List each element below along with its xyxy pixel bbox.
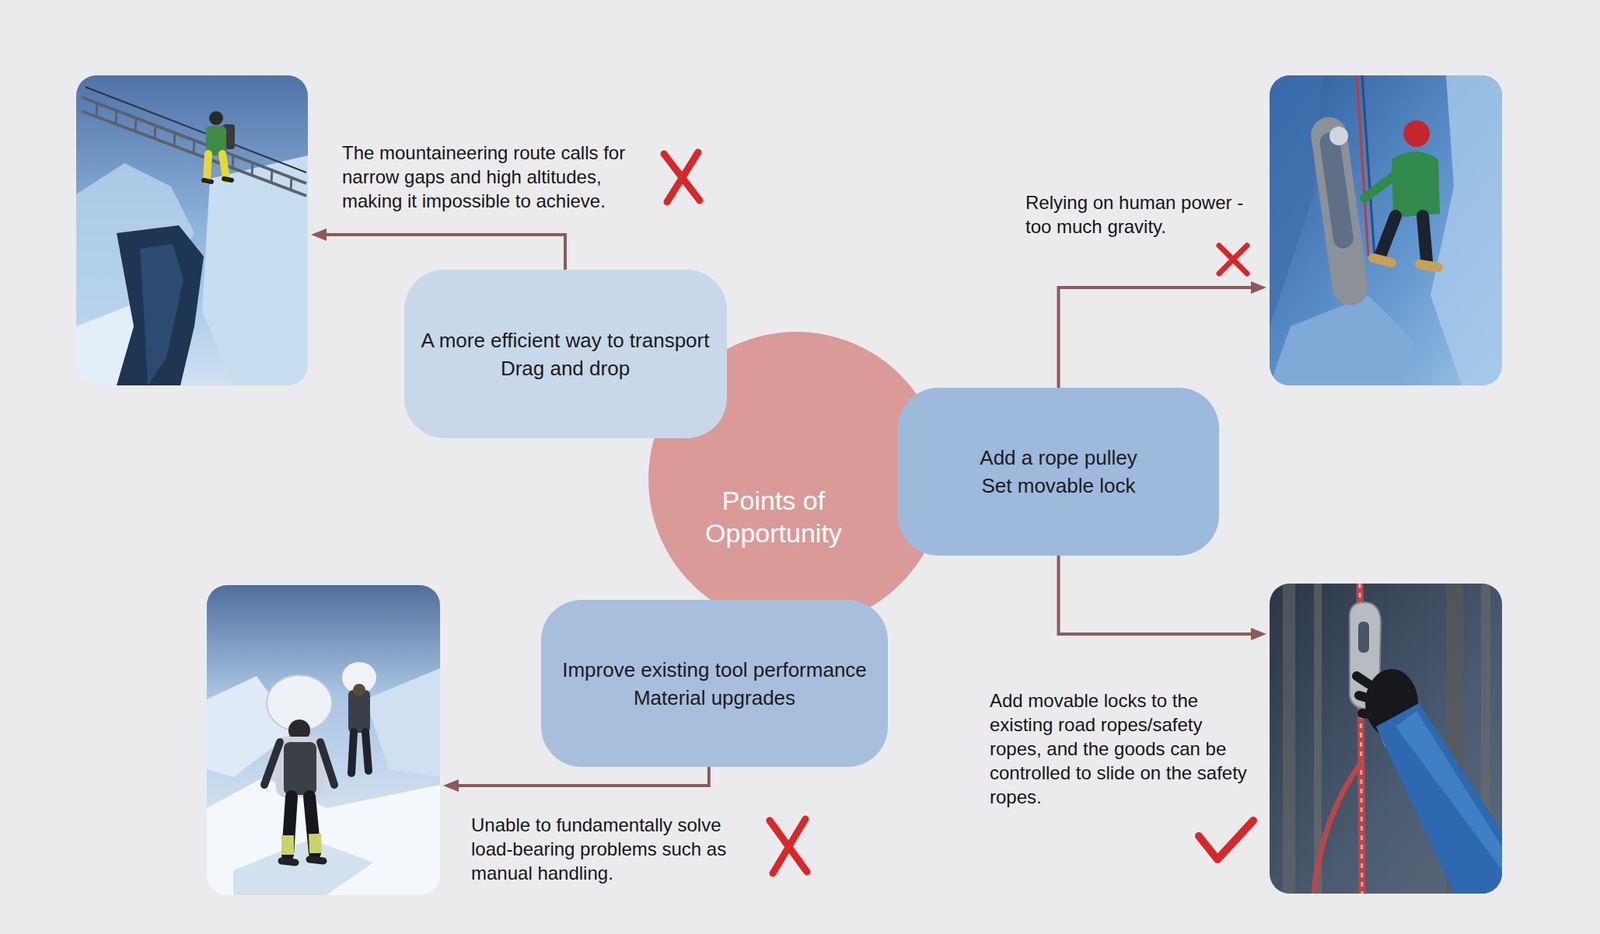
photo-caption: Add movable locks to the existing road r…	[989, 688, 1255, 810]
connector-line	[457, 767, 710, 787]
rescue-photo	[1430, 75, 1503, 386]
rescue-photo	[1403, 120, 1430, 147]
arrowhead	[1250, 281, 1267, 294]
connector-line	[324, 234, 566, 270]
crevasse-photo	[203, 178, 232, 182]
connector-line	[1058, 287, 1254, 388]
crevasse-photo	[76, 75, 308, 386]
crevasse-photo	[76, 75, 308, 386]
box-text: Improve existing tool performance	[562, 656, 867, 685]
rescue-photo	[1308, 115, 1371, 308]
arrowhead	[310, 228, 327, 242]
porters-photo	[264, 742, 335, 786]
photo-caption-area: Add movable locks to the existing road r…	[989, 688, 1255, 810]
rescue-photo	[1379, 216, 1427, 261]
box-text: A more efficient way to transport	[421, 326, 710, 355]
porters-photo	[348, 690, 371, 734]
rescue-photo	[1372, 258, 1439, 268]
arrowhead	[1250, 628, 1267, 641]
option-box: Add a rope pulleySet movable lock	[897, 387, 1220, 556]
crevasse-photo	[209, 111, 224, 126]
porters-photo	[281, 859, 324, 863]
porters-photo	[352, 684, 366, 697]
reject-mark	[663, 152, 700, 203]
porters-photo	[233, 839, 374, 896]
connector-arrow	[1058, 281, 1268, 388]
crevasse-photo	[206, 153, 227, 181]
rope-lock-photo	[1395, 711, 1503, 871]
rescue-photo	[1362, 75, 1375, 257]
photo-node: Unable to fundamentally solve load-beari…	[206, 585, 441, 896]
photo-caption: Relying on human power - too much gravit…	[1025, 190, 1263, 239]
reject-mark	[769, 819, 807, 874]
box-text: Material upgrades	[633, 684, 796, 713]
rescue-photo	[1269, 75, 1503, 386]
circle-title: Points of Opportunity	[672, 484, 875, 550]
rescue-photo	[1318, 131, 1356, 250]
porters-photo	[351, 732, 369, 774]
reject-mark	[1219, 245, 1248, 274]
box-text: Drag and drop	[500, 354, 630, 383]
rescue-photo	[1364, 174, 1396, 199]
porters-photo	[206, 585, 441, 896]
rescue-photo	[1329, 126, 1349, 146]
rescue-photo	[1269, 75, 1322, 327]
connector-arrow	[310, 228, 566, 270]
arrowhead	[443, 779, 459, 793]
crevasse-photo	[96, 101, 292, 191]
rope-lock-photo	[1376, 703, 1503, 895]
photo-caption: The mountaineering route calls for narro…	[342, 140, 654, 214]
rescue-photo	[1269, 75, 1503, 386]
porters-photo	[206, 585, 441, 896]
photo-caption-area: Unable to fundamentally solve load-beari…	[471, 813, 753, 886]
photo-caption-area: The mountaineering route calls for narro…	[342, 140, 654, 214]
porters-photo	[365, 668, 441, 778]
reject-mark	[1219, 245, 1248, 274]
rope-lock-photo	[1313, 761, 1363, 895]
photo-node: Add movable locks to the existing road r…	[1269, 583, 1503, 895]
rope-lock-photo	[1269, 583, 1503, 895]
rope-lock-photo	[1358, 621, 1370, 654]
porters-photo	[287, 834, 316, 856]
porters-photo	[287, 796, 315, 856]
accept-mark	[1198, 820, 1254, 860]
crevasse-photo	[139, 244, 184, 386]
connector-arrow	[443, 767, 710, 793]
rope-lock-photo	[1356, 676, 1377, 716]
porters-photo	[206, 777, 441, 896]
porters-photo	[275, 737, 325, 798]
reject-mark	[663, 152, 700, 203]
circle-label: Points of Opportunity	[672, 484, 875, 550]
option-box: Improve existing tool performanceMateria…	[541, 600, 888, 768]
box-text: Set movable lock	[981, 471, 1136, 500]
photo-node: Relying on human power - too much gravit…	[1269, 75, 1503, 386]
crevasse-photo	[116, 225, 204, 386]
option-box: A more efficient way to transportDrag an…	[404, 269, 727, 439]
porters-photo	[283, 742, 317, 796]
photo-caption-area: Relying on human power - too much gravit…	[1025, 190, 1263, 239]
connector-line	[1058, 555, 1254, 635]
rescue-photo	[1391, 151, 1440, 218]
rope-lock-photo	[1282, 583, 1296, 895]
rope-lock-photo	[1269, 583, 1503, 895]
photo-caption: Unable to fundamentally solve load-beari…	[471, 813, 753, 886]
crevasse-photo	[85, 87, 307, 173]
reject-mark	[769, 819, 807, 874]
rescue-photo	[1269, 295, 1415, 386]
box-text: Add a rope pulley	[979, 443, 1137, 472]
photo-node: The mountaineering route calls for narro…	[76, 75, 308, 386]
accept-mark	[1198, 820, 1254, 860]
connector-arrow	[1058, 555, 1268, 641]
